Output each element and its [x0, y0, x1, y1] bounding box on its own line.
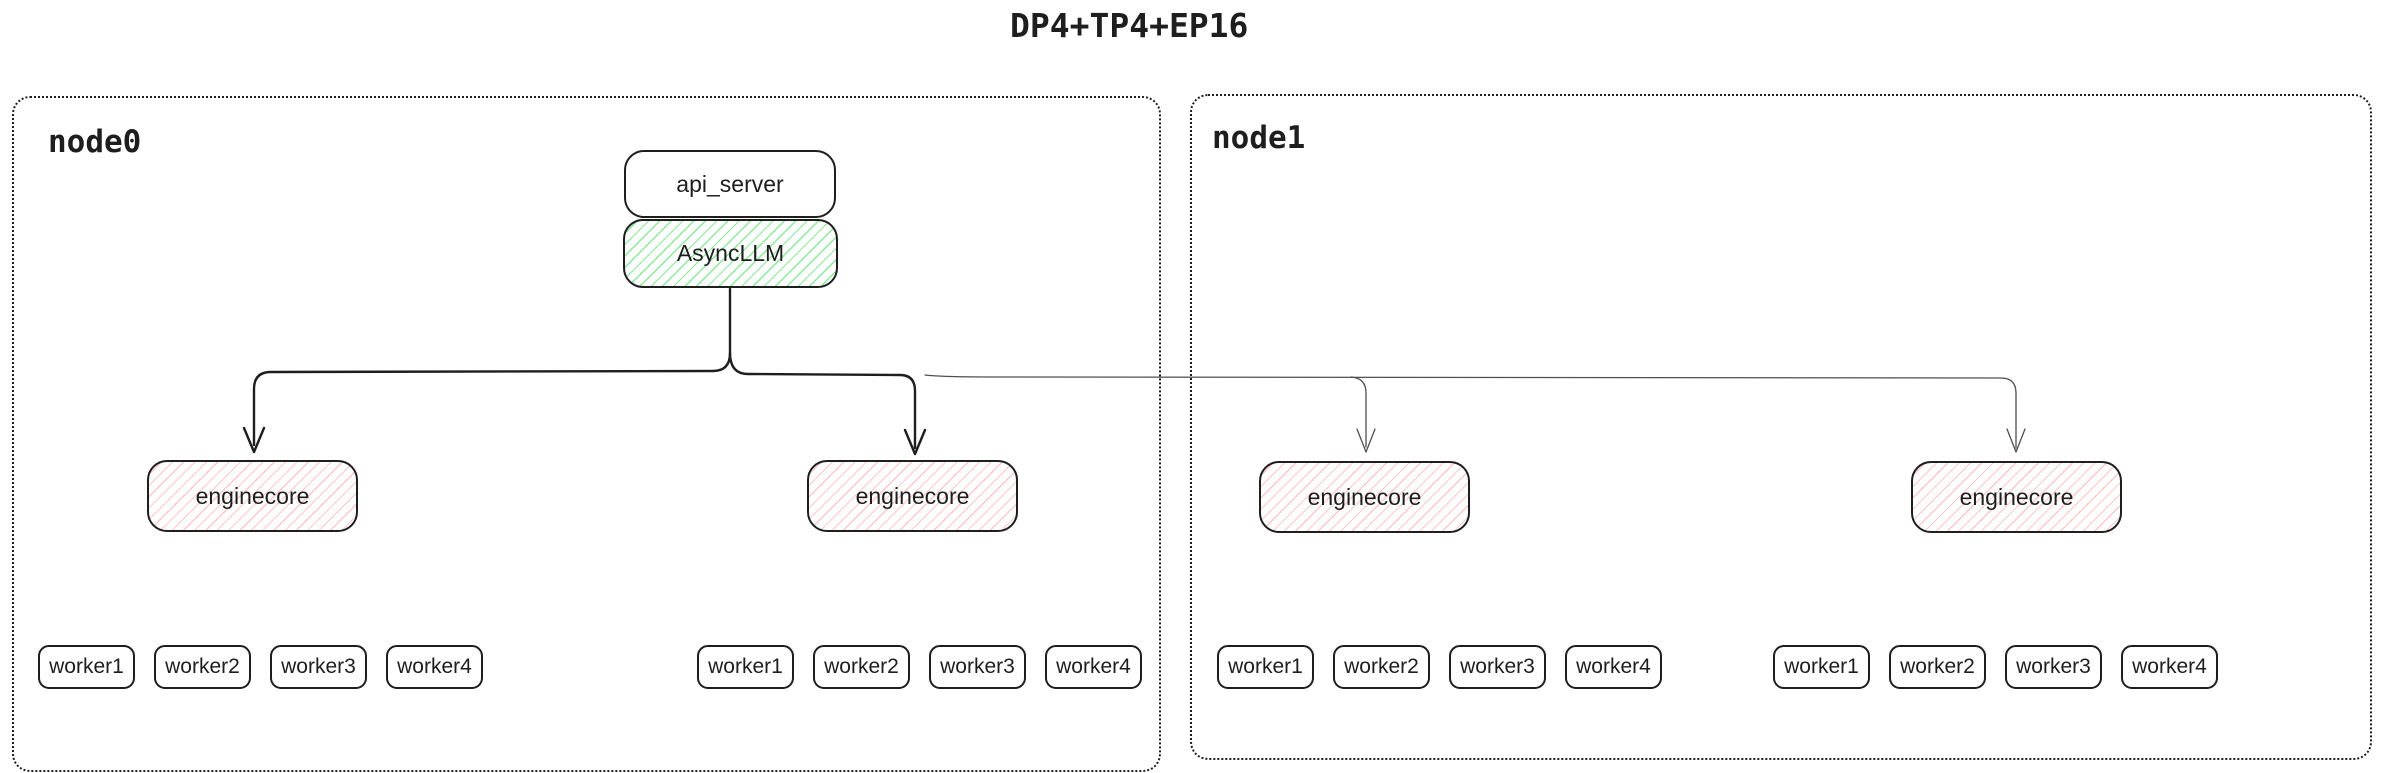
worker-box: worker2: [154, 645, 251, 689]
api-server-box: api_server: [624, 150, 836, 218]
enginecore-box-4: enginecore: [1911, 461, 2122, 533]
worker-box: worker1: [38, 645, 135, 689]
worker-group-3: worker1 worker2 worker3 worker4: [1217, 645, 1662, 689]
worker-box: worker4: [386, 645, 483, 689]
asyncllm-box: AsyncLLM: [623, 219, 838, 288]
node0-label: node0: [48, 124, 142, 160]
worker-group-1: worker1 worker2 worker3 worker4: [38, 645, 483, 689]
enginecore-box-1: enginecore: [147, 460, 358, 532]
node1-label: node1: [1212, 120, 1306, 156]
worker-box: worker1: [697, 645, 794, 689]
worker-box: worker4: [1565, 645, 1662, 689]
worker-box: worker1: [1217, 645, 1314, 689]
worker-box: worker3: [929, 645, 1026, 689]
worker-box: worker3: [1449, 645, 1546, 689]
enginecore-box-2: enginecore: [807, 460, 1018, 532]
diagram-title: DP4+TP4+EP16: [1010, 6, 1249, 45]
worker-group-4: worker1 worker2 worker3 worker4: [1773, 645, 2218, 689]
worker-box: worker2: [813, 645, 910, 689]
worker-box: worker2: [1889, 645, 1986, 689]
worker-box: worker2: [1333, 645, 1430, 689]
node0-container: node0: [12, 96, 1161, 772]
node1-container: node1: [1190, 94, 2372, 760]
worker-box: worker4: [1045, 645, 1142, 689]
worker-group-2: worker1 worker2 worker3 worker4: [697, 645, 1142, 689]
worker-box: worker3: [2005, 645, 2102, 689]
enginecore-box-3: enginecore: [1259, 461, 1470, 533]
worker-box: worker1: [1773, 645, 1870, 689]
worker-box: worker4: [2121, 645, 2218, 689]
worker-box: worker3: [270, 645, 367, 689]
